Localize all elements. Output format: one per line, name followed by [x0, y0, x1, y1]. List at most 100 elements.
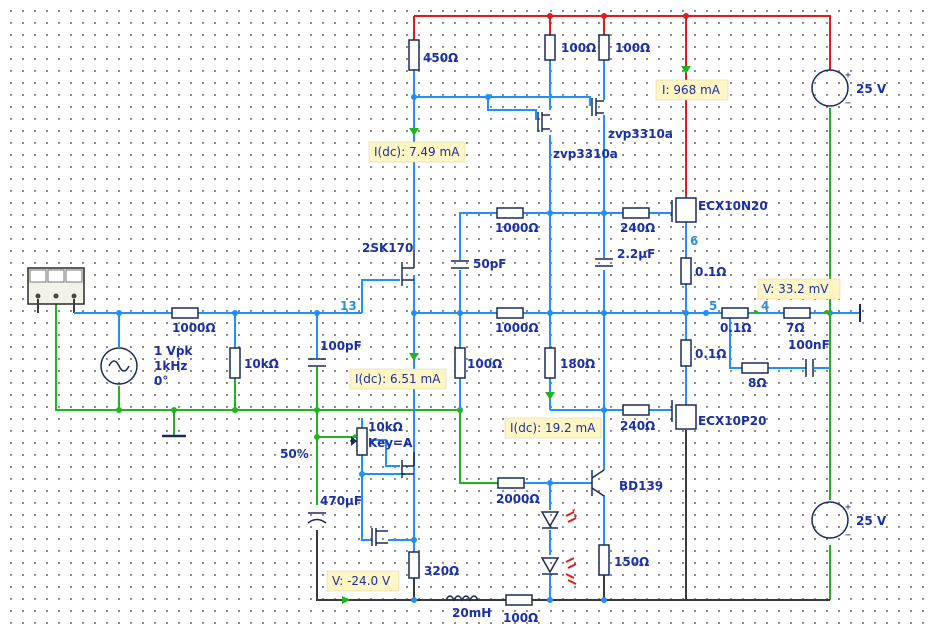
- current-arrows: [342, 66, 830, 604]
- label-vcc-bot: 25 V: [856, 514, 887, 528]
- label-c100n: 100nF: [788, 338, 830, 352]
- label-zvp-right: zvp3310a: [608, 127, 673, 141]
- capacitors[interactable]: [307, 258, 814, 524]
- label-r100-bottom: 100Ω: [503, 611, 538, 625]
- mosfet-ecx10p20: [671, 400, 697, 430]
- resistor-0.1-c: [721, 307, 749, 319]
- label-c2u2: 2.2µF: [617, 247, 655, 261]
- svg-text:V: -24.0 V: V: -24.0 V: [332, 574, 391, 588]
- positive-rail: [413, 13, 831, 195]
- capacitor-470uf: [307, 512, 327, 524]
- label-r450: 450Ω: [423, 51, 458, 65]
- probe-current-2: I: 968 mA: [655, 79, 729, 101]
- resistor-1000-input: [171, 307, 199, 319]
- label-src-amp: 1 Vpk: [154, 344, 193, 358]
- dc-source-icon[interactable]: + − + −: [811, 69, 851, 541]
- svg-text:−: −: [845, 98, 851, 109]
- resistor-0.1-a: [680, 257, 692, 285]
- resistor-100-bottom: [505, 594, 533, 606]
- resistor-10k: [229, 347, 241, 379]
- svg-text:I: 968 mA: I: 968 mA: [662, 83, 721, 97]
- label-ecx10n20: ECX10N20: [698, 199, 768, 213]
- node-labels: 13 6 5 4: [340, 234, 769, 313]
- resistor-240-a: [622, 207, 650, 219]
- label-r01-c: 0.1Ω: [720, 321, 751, 335]
- mosfet-zvp3310a-left: [537, 112, 550, 132]
- label-2sk170: 2SK170: [362, 241, 413, 255]
- label-r1000-mid: 1000Ω: [495, 321, 539, 335]
- label-bd139: BD139: [619, 479, 663, 493]
- svg-text:+: +: [845, 70, 851, 81]
- capacitor-100nf: [805, 359, 814, 377]
- resistor-450: [408, 39, 420, 71]
- label-r7: 7Ω: [786, 321, 805, 335]
- svg-text:−: −: [845, 530, 851, 541]
- label-pot-key: Key=A: [368, 436, 413, 450]
- svg-text:I(dc): 6.51 mA: I(dc): 6.51 mA: [355, 372, 441, 386]
- resistors[interactable]: [171, 34, 811, 606]
- label-c50p: 50pF: [473, 257, 507, 271]
- label-r150: 150Ω: [614, 555, 649, 569]
- label-pot-pct: 50%: [280, 447, 309, 461]
- probe-voltage-1: V: 33.2 mV: [757, 278, 841, 300]
- label-r01-a: 0.1Ω: [695, 265, 726, 279]
- label-r10k: 10kΩ: [244, 357, 279, 371]
- jfet-2sk170: [401, 250, 415, 286]
- label-r100-mid: 100Ω: [467, 357, 502, 371]
- probe-current-1: I(dc): 7.49 mA: [368, 141, 466, 163]
- label-r180: 180Ω: [560, 357, 595, 371]
- mosfet-zvp3310a-right: [591, 98, 604, 116]
- transistors[interactable]: [371, 98, 697, 546]
- label-r240-b: 240Ω: [620, 419, 655, 433]
- probe-voltage-2: V: -24.0 V: [326, 570, 400, 592]
- resistor-0.1-b: [680, 339, 692, 367]
- resistor-7: [783, 307, 811, 319]
- label-c100p: 100pF: [320, 339, 362, 353]
- jfet-bottom: [401, 452, 415, 478]
- resistor-240-b: [622, 404, 650, 416]
- ac-source-icon[interactable]: [100, 310, 138, 385]
- node-6: 6: [690, 234, 698, 248]
- capacitor-50pf: [451, 260, 469, 269]
- node-4: 4: [761, 299, 769, 313]
- label-r320: 320Ω: [424, 564, 459, 578]
- resistor-8: [741, 362, 769, 374]
- node-5: 5: [709, 299, 717, 313]
- potentiometer-10k[interactable]: [350, 427, 368, 456]
- led-icon: [540, 509, 577, 585]
- label-r100-b: 100Ω: [615, 41, 650, 55]
- label-src-phase: 0°: [154, 374, 168, 388]
- svg-text:V: 33.2 mV: V: 33.2 mV: [763, 282, 829, 296]
- mosfet-ecx10n20: [671, 195, 697, 223]
- label-pot: 10kΩ: [368, 420, 403, 434]
- mosfet-bottom: [371, 528, 388, 546]
- label-r1000-in: 1000Ω: [172, 321, 216, 335]
- label-r100-a: 100Ω: [561, 41, 596, 55]
- label-r01-b: 0.1Ω: [695, 347, 726, 361]
- svg-text:I(dc): 19.2 mA: I(dc): 19.2 mA: [510, 421, 596, 435]
- resistor-320: [408, 551, 420, 579]
- function-generator-icon[interactable]: [27, 267, 85, 314]
- resistor-100-a: [544, 34, 556, 61]
- capacitor-2.2uf: [595, 258, 613, 267]
- label-r240-a: 240Ω: [620, 221, 655, 235]
- label-vcc-top: 25 V: [856, 82, 887, 96]
- component-labels: 450Ω 100Ω 100Ω zvp3310a zvp3310a 2SK170 …: [154, 41, 887, 625]
- probe-current-3: I(dc): 6.51 mA: [349, 368, 447, 390]
- svg-text:I(dc): 7.49 mA: I(dc): 7.49 mA: [374, 145, 460, 159]
- label-zvp-left: zvp3310a: [553, 147, 618, 161]
- resistor-100-b: [598, 34, 610, 61]
- svg-text:+: +: [845, 502, 851, 513]
- negative-rail: [316, 430, 830, 601]
- label-r2000: 2000Ω: [496, 492, 540, 506]
- green-wires: [55, 108, 833, 601]
- label-r8: 8Ω: [748, 376, 767, 390]
- resistor-2000: [497, 477, 525, 489]
- inductor-20mh[interactable]: [445, 595, 479, 602]
- probes[interactable]: I(dc): 7.49 mA I: 968 mA I(dc): 6.51 mA …: [326, 79, 841, 592]
- label-r1000-top: 1000Ω: [495, 221, 539, 235]
- label-ecx10p20: ECX10P20: [698, 414, 766, 428]
- resistor-150: [598, 544, 610, 576]
- capacitor-100pf: [308, 358, 326, 367]
